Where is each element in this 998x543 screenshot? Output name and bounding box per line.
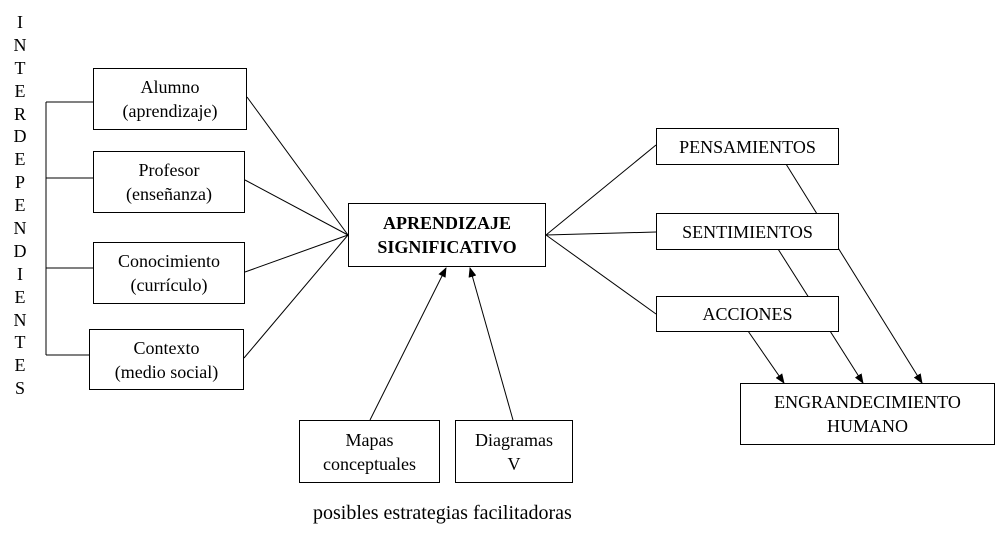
box-contexto-line1: Contexto — [133, 337, 200, 358]
box-engrandecimiento-humano: ENGRANDECIMIENTO HUMANO — [740, 383, 995, 445]
box-contexto: Contexto (medio social) — [89, 329, 244, 390]
box-diagramas-v: Diagramas V — [455, 420, 573, 483]
vertical-label-letter: N — [13, 218, 27, 239]
box-aprendizaje-significativo: APRENDIZAJE SIGNIFICATIVO — [348, 203, 546, 267]
vertical-label-letter: T — [14, 332, 26, 353]
vertical-label-letter: E — [14, 149, 26, 170]
vertical-label-letter: D — [13, 240, 27, 261]
line-alumno-to-center — [246, 96, 349, 236]
vertical-label-letter: E — [14, 286, 26, 307]
vertical-label-letter: P — [14, 172, 25, 193]
box-alumno-line1: Alumno — [140, 77, 200, 97]
box-diagramas-line1: Diagramas — [475, 429, 553, 450]
arrow-acciones-to-result — [747, 330, 785, 384]
box-contexto-line2: (medio social) — [114, 361, 219, 382]
box-profesor: Profesor (enseñanza) — [93, 151, 245, 213]
line-center-to-sentimientos — [545, 231, 657, 236]
box-acciones-label: ACCIONES — [702, 304, 793, 324]
center-line1: APRENDIZAJE — [382, 213, 511, 233]
line-profesor-to-center — [244, 179, 349, 236]
arrow-mapas-to-center — [369, 267, 447, 421]
box-sentimientos-label: SENTIMIENTOS — [682, 221, 813, 242]
box-profesor-line1: Profesor — [138, 160, 200, 180]
box-mapas-conceptuales: Mapas conceptuales — [299, 420, 440, 483]
vertical-label-letter: E — [14, 195, 26, 216]
arrow-pensamientos-to-result — [785, 163, 923, 384]
vertical-label-letter: E — [14, 80, 26, 101]
box-conocimiento-line1: Conocimiento — [118, 251, 220, 271]
box-alumno: Alumno (aprendizaje) — [93, 68, 247, 130]
box-profesor-line2: (enseñanza) — [126, 184, 212, 204]
box-pensamientos-label: PENSAMIENTOS — [679, 136, 816, 157]
vertical-label-letter: D — [13, 126, 27, 147]
box-alumno-line2: (aprendizaje) — [122, 101, 218, 121]
caption-estrategias: posibles estrategias facilitadoras — [313, 502, 572, 524]
box-acciones: ACCIONES — [656, 296, 839, 332]
line-conocimiento-to-center — [244, 234, 349, 273]
box-pensamientos: PENSAMIENTOS — [656, 128, 839, 165]
box-diagramas-line2: V — [507, 453, 521, 474]
box-conocimiento-line2: (currículo) — [130, 275, 208, 295]
center-line2: SIGNIFICATIVO — [377, 237, 517, 257]
line-center-to-acciones — [545, 234, 657, 315]
vertical-label-letter: E — [14, 355, 26, 376]
result-line1: ENGRANDECIMIENTO — [774, 392, 961, 412]
box-mapas-line2: conceptuales — [323, 453, 416, 474]
box-sentimientos: SENTIMIENTOS — [656, 213, 839, 250]
line-contexto-to-center — [243, 234, 349, 359]
vertical-label-letter: S — [14, 378, 25, 399]
vertical-label-letter: I — [17, 263, 23, 284]
box-conocimiento: Conocimiento (currículo) — [93, 242, 245, 304]
vertical-label-letter: N — [13, 309, 27, 330]
box-mapas-line1: Mapas — [345, 429, 394, 450]
vertical-label-letter: N — [13, 34, 27, 55]
vertical-label-letter: R — [13, 103, 26, 124]
vertical-label-letter: T — [14, 57, 26, 78]
arrow-diagramas-to-center — [468, 267, 514, 421]
result-line2: HUMANO — [827, 416, 908, 436]
line-center-to-pensamientos — [545, 144, 657, 236]
vertical-label-letter: I — [17, 12, 23, 32]
